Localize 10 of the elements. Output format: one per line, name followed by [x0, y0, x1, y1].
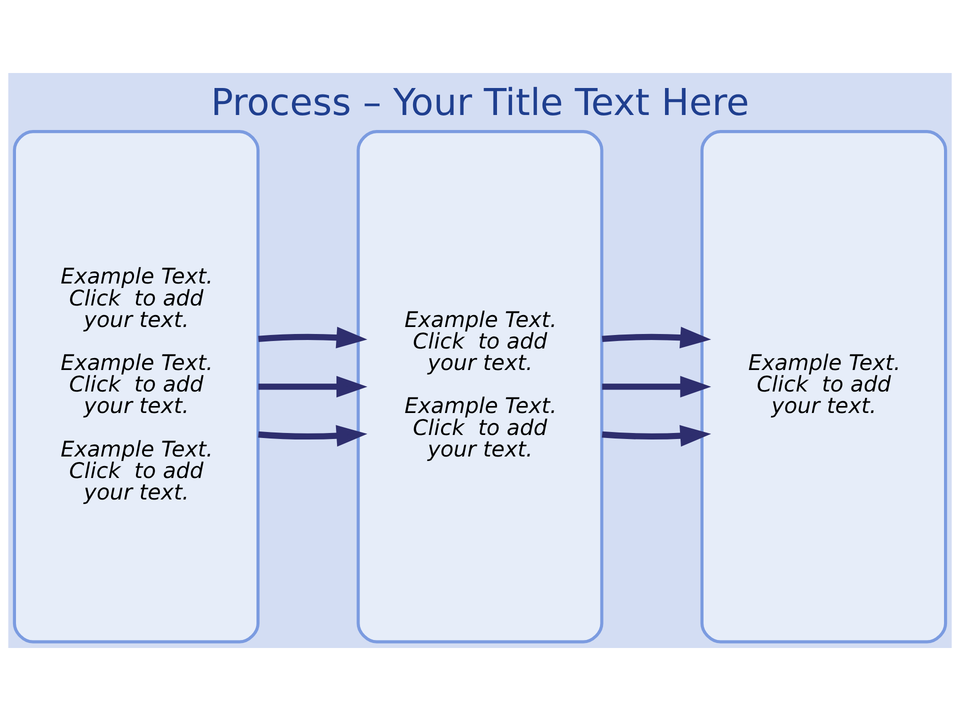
arrow — [258, 424, 368, 446]
diagram-title: Process – Your Title Text Here — [210, 80, 750, 124]
arrow — [258, 375, 368, 398]
arrow — [602, 424, 712, 446]
node-box: Example Text. Click to add your text. Example Text. Click to add your text. Example Text. Click to add your text. — [12, 130, 260, 643]
node-box: Example Text. Click to add your text. — [700, 130, 948, 643]
arrow — [602, 326, 712, 348]
arrow — [258, 326, 368, 348]
node-box: Example Text. Click to add your text. Example Text. Click to add your text. — [356, 130, 604, 643]
arrow — [602, 375, 712, 398]
